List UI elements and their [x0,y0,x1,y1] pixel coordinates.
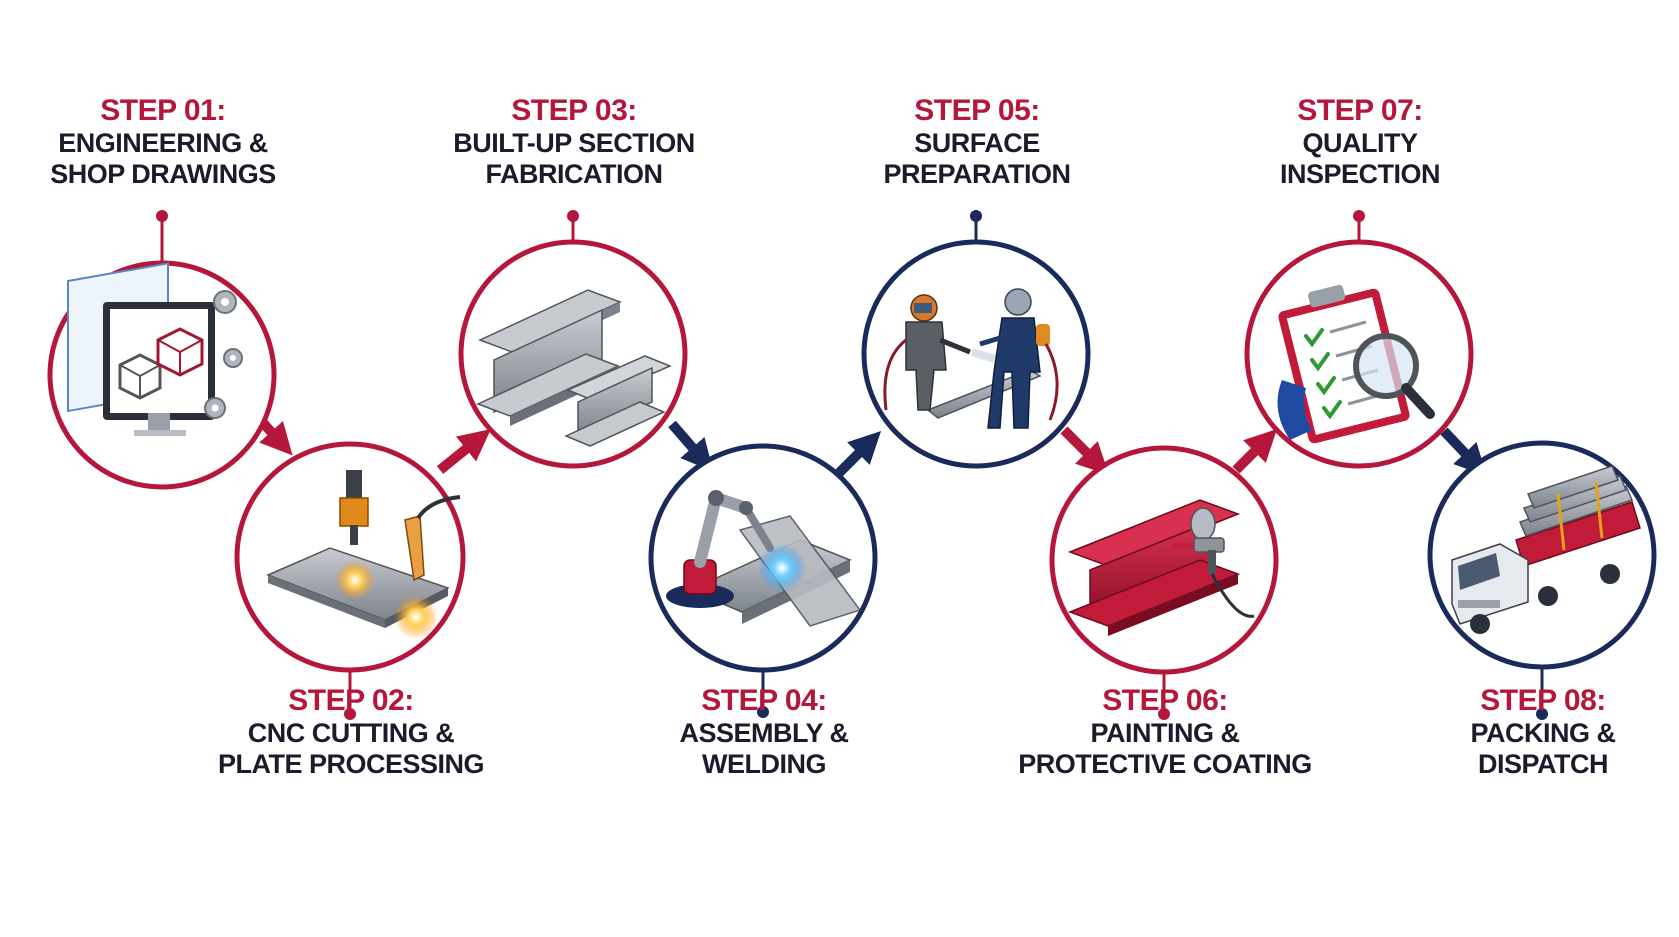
truck-dispatch-icon [1451,465,1641,634]
step-05-circle [861,239,1091,469]
step-number: STEP 07: [1297,94,1423,127]
arrow-6-7 [1232,428,1278,474]
step-02-label: STEP 02: CNC CUTTING & PLATE PROCESSING [181,684,521,780]
step-number: STEP 03: [511,94,637,127]
step-05-label: STEP 05: SURFACE PREPARATION [807,94,1147,190]
arrow-3-4 [668,420,714,472]
arrow-2-3 [436,428,491,474]
step-number: STEP 02: [288,684,414,717]
pin-dot [757,706,769,718]
step-03-label: STEP 03: BUILT-UP SECTION FABRICATION [404,94,744,190]
step-title-line1: BUILT-UP SECTION [453,128,695,158]
plasma-cutting-icon [266,470,461,639]
step-title-line2: PROTECTIVE COATING [1018,749,1312,779]
inspection-checklist-icon [1277,284,1435,444]
robotic-welding-icon [666,490,862,627]
step-title-line1: SURFACE [914,128,1040,158]
step-02-circle [234,441,466,673]
step-07-circle [1244,239,1474,469]
step-title-line1: PAINTING & [1090,718,1241,748]
step-title-line2: PLATE PROCESSING [217,749,485,779]
step-01-label: STEP 01: ENGINEERING & SHOP DRAWINGS [0,94,333,190]
step-number: STEP 04: [701,684,827,717]
step-title-line2: SHOP DRAWINGS [50,159,276,189]
arrow-5-6 [1060,426,1110,476]
step-06-circle [1049,445,1279,675]
pin-dot [1353,210,1365,222]
pin-dot [970,210,982,222]
step-title-line2: INSPECTION [1279,159,1441,189]
step-07-label: STEP 07: QUALITY INSPECTION [1190,94,1530,190]
step-title-line2: FABRICATION [485,159,664,189]
step-08-circle [1427,440,1657,670]
pin-dot [1158,708,1170,720]
pin-connectors [156,210,1548,720]
step-03-circle [458,239,688,469]
step-title-line1: PACKING & [1470,718,1616,748]
step-04-circle [648,443,878,673]
spray-painting-icon [1067,499,1255,636]
step-08-label: STEP 08: PACKING & DISPATCH [1373,684,1679,780]
step-number: STEP 01: [100,94,226,127]
sandblasting-workers-icon [883,288,1059,429]
step-title-line2: PREPARATION [883,159,1071,189]
step-01-circle [47,260,277,490]
arrow-7-8 [1440,427,1487,477]
pin-dot [567,210,579,222]
step-number: STEP 05: [914,94,1040,127]
pin-dot [1536,708,1548,720]
pin-dot [344,708,356,720]
cad-monitor-icon [67,262,243,436]
step-title-line1: CNC CUTTING & [247,718,455,748]
step-04-label: STEP 04: ASSEMBLY & WELDING [594,684,934,780]
pin-dot [156,210,168,222]
steel-beams-icon [476,289,672,447]
flow-arrows [241,399,1487,478]
step-title-line2: WELDING [702,749,827,779]
step-title-line1: QUALITY [1302,128,1419,158]
step-number: STEP 08: [1480,684,1606,717]
step-title-line2: DISPATCH [1478,749,1609,779]
step-number: STEP 06: [1102,684,1228,717]
step-title-line1: ENGINEERING & [58,128,268,158]
step-06-label: STEP 06: PAINTING & PROTECTIVE COATING [995,684,1335,780]
step-title-line1: ASSEMBLY & [679,718,849,748]
arrow-4-5 [834,430,882,478]
